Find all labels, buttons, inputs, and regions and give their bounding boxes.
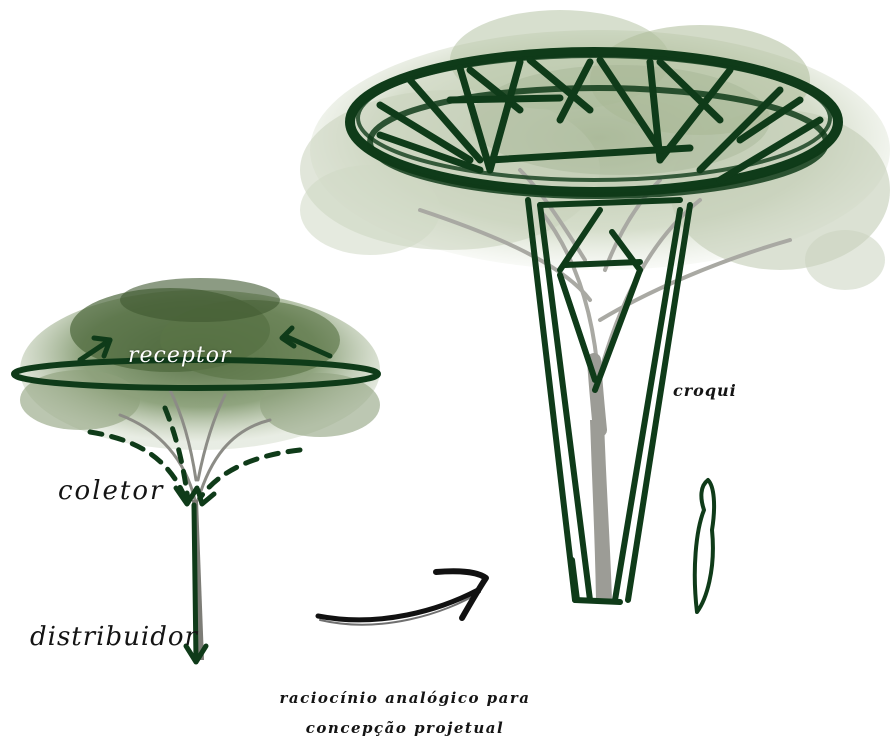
diagram-caption: raciocínio analógico para concepção proj… [240,683,570,743]
label-croqui: croqui [673,381,737,400]
label-distribuidor: distribuidor [30,622,198,652]
human-scale-figure [695,480,714,612]
caption-line-1: raciocínio analógico para [240,683,570,713]
small-tree-illustration [20,278,380,660]
label-coletor: coletor [58,476,164,506]
analogy-arrow [318,571,486,624]
large-tree-trunk [590,420,612,600]
label-receptor: receptor [128,343,232,368]
caption-line-2: concepção projetual [240,713,570,743]
